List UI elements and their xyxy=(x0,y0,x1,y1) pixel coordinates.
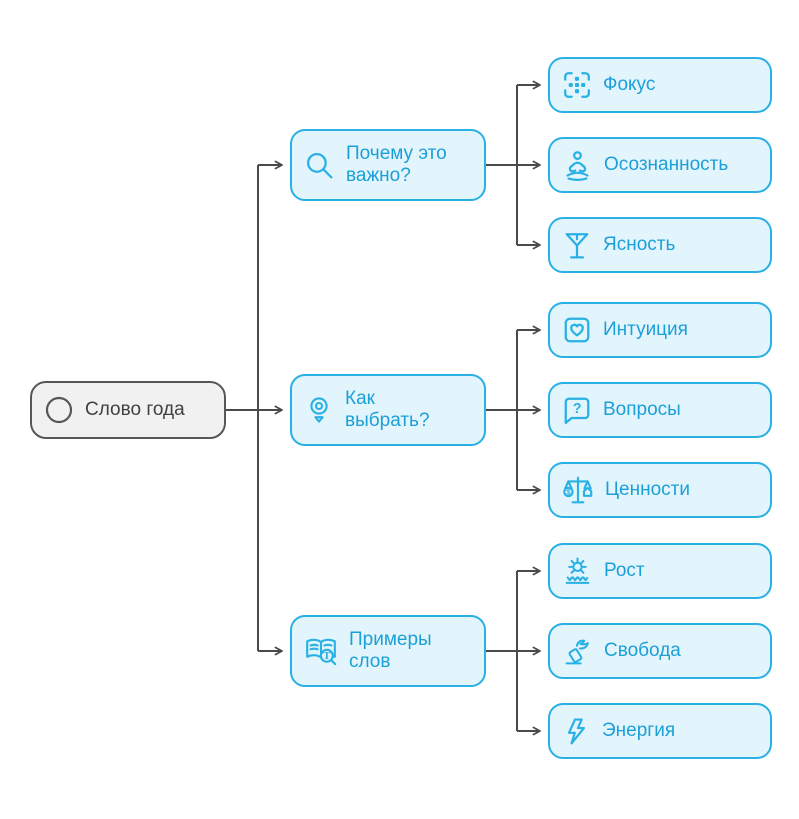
svg-text:$: $ xyxy=(566,488,571,497)
node-label: Интуиция xyxy=(603,318,688,340)
node-growth[interactable]: Рост xyxy=(548,543,772,599)
search-icon xyxy=(304,150,335,181)
bird-release-icon xyxy=(562,636,593,667)
node-label: Осознанность xyxy=(604,153,729,175)
node-mindfulness[interactable]: Осознанность xyxy=(548,137,772,193)
node-label: Энергия xyxy=(602,719,676,741)
martini-glass-icon xyxy=(562,230,592,260)
node-label: Вопросы xyxy=(603,398,681,420)
target-pin-icon xyxy=(304,395,334,425)
node-label: Почему это важно? xyxy=(346,142,447,186)
node-label: Свобода xyxy=(604,639,681,661)
node-label: Как выбрать? xyxy=(345,387,430,431)
node-example-words[interactable]: T Примеры слов xyxy=(290,615,486,687)
meditation-icon xyxy=(562,150,593,181)
node-questions[interactable]: ? Вопросы xyxy=(548,382,772,438)
balance-scale-icon: $ xyxy=(562,474,594,506)
node-how-to-choose[interactable]: Как выбрать? xyxy=(290,374,486,446)
circle-icon xyxy=(44,395,74,425)
svg-text:?: ? xyxy=(573,401,582,417)
node-root-word-of-year[interactable]: Слово года xyxy=(30,381,226,439)
node-freedom[interactable]: Свобода xyxy=(548,623,772,679)
node-label: Слово года xyxy=(85,398,185,420)
node-values[interactable]: $ Ценности xyxy=(548,462,772,518)
node-energy[interactable]: Энергия xyxy=(548,703,772,759)
node-label: Примеры слов xyxy=(349,628,432,672)
sun-growth-icon xyxy=(562,556,593,587)
node-label: Рост xyxy=(604,559,645,581)
focus-frame-icon xyxy=(562,70,592,100)
node-label: Фокус xyxy=(603,73,656,95)
question-bubble-icon: ? xyxy=(562,395,592,425)
svg-text:T: T xyxy=(323,651,330,662)
node-clarity[interactable]: Ясность xyxy=(548,217,772,273)
lightning-icon xyxy=(562,717,591,746)
heart-card-icon xyxy=(562,315,592,345)
node-label: Ценности xyxy=(605,478,690,500)
node-label: Ясность xyxy=(603,233,676,255)
book-search-icon: T xyxy=(304,634,338,668)
node-why-important[interactable]: Почему это важно? xyxy=(290,129,486,201)
node-focus[interactable]: Фокус xyxy=(548,57,772,113)
node-intuition[interactable]: Интуиция xyxy=(548,302,772,358)
